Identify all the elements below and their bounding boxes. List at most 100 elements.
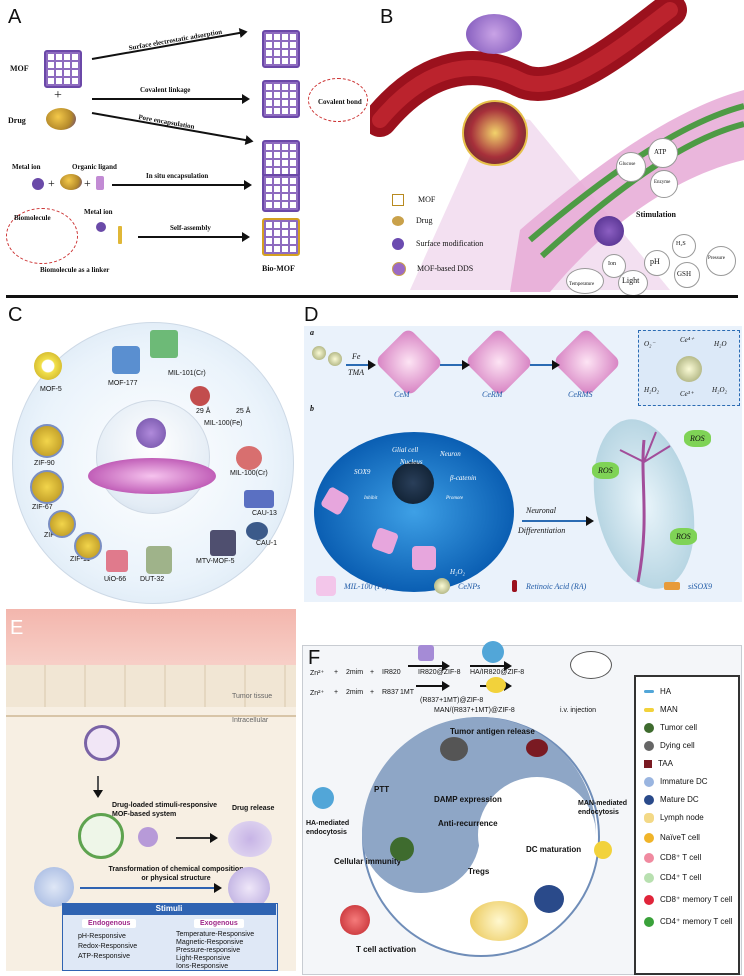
row2-arrow-1 [416,681,450,691]
panel-c: C MOF-177 MIL-101(Cr) MOF-5 29 Å 25 Å MI… [0,300,300,605]
cd8-memory-icon [644,895,654,905]
bubble-temperature [566,268,604,294]
mil100-particle-3 [412,546,436,570]
mof-label-mof-177: MOF-177 [108,380,138,387]
metal-ion-label: Metal ion [12,163,41,171]
bubble-atp [648,138,678,168]
legend-cd4-t: CD4⁺ T cell [644,873,701,883]
endo-atp: ATP-Responsive [78,953,131,960]
tumor-tissue-label: Tumor tissue [232,693,273,700]
mof-in-situ-icon [262,174,300,212]
redox-ce4: Ce⁴⁺ [680,336,694,344]
row2-1mt: 1MT [400,689,414,696]
dying-tumor-cell [390,837,414,861]
ha-ir820-zif8-icon [482,641,504,663]
bubble-glucose [616,152,646,182]
membrane-line [6,715,296,717]
mouse-icon [570,651,612,679]
redox-h2o: H₂O [714,340,727,348]
legend-cenps: CeNPs [458,582,481,591]
arrow-fe-tma [346,360,376,370]
stage-cerm: CeRM [482,390,503,399]
cell-label-sox9: SOX9 [354,468,371,476]
arrow-self-assembly [138,232,250,242]
legend-cd8-t: CD8⁺ T cell [644,853,701,863]
flow-tumor-antigen: Tumor antigen release [450,727,535,736]
drug-label: Drug [8,116,26,125]
uio66-icon [106,550,128,572]
exo-temperature: Temperature-Responsive [176,931,255,938]
row2-man-r837-1mt-zif8: MAN/(R837+1MT)@ZIF-8 [434,707,515,714]
legend-mature-dc: Mature DC [644,795,699,805]
plus-sign-2: + [48,176,55,190]
legend-cd8-t-text: CD8⁺ T cell [660,853,702,863]
route-pore: Pore encapsulation [137,113,196,131]
fe-label: Fe [352,352,361,361]
man-nanoparticle [594,841,612,859]
mof-label-cau13: CAU-13 [252,510,277,517]
inner-sphere [96,400,210,514]
taa-icon [644,759,652,768]
row1-ha-ir820-zif8: HA/IR820@ZIF-8 [470,669,525,676]
mof-framework-left [34,867,74,907]
bubble-ion [602,254,626,278]
mof-label-zif90: ZIF-90 [34,460,55,467]
covalent-zoom-circle [308,78,368,122]
cell-zoom-circle [462,100,528,166]
tumor-cells-cluster [440,737,468,761]
metal-ion-label-2: Metal ion [84,208,113,216]
pore-29: 29 Å [196,408,211,415]
endo-ph: pH-Responsive [78,933,126,940]
linker-icon [118,226,122,244]
panel-f-label: F [308,647,321,669]
man-icon [644,707,654,712]
ir820-zif8-icon [418,645,434,661]
mof-adsorbed-icon [262,30,300,68]
row1-ir820-zif8: IR820@ZIF-8 [418,669,461,676]
panel-b-label: B [380,6,394,28]
legend-dds: MOF-based DDS [392,262,473,276]
row1-arrow-1 [408,661,450,671]
mof-label-uio66: UiO-66 [104,576,127,583]
route-covalent: Covalent linkage [140,86,191,94]
tissue-band [6,665,296,707]
legend-surface-mod-text: Surface modification [416,238,484,248]
cell-label-inhibit: Inhibit [364,496,378,501]
organic-ligand-icon [96,176,104,190]
legend-dds-text: MOF-based DDS [417,263,474,273]
metal-ion-icon-2 [96,222,106,232]
neuronal-label: Neuronal [526,506,556,515]
legend-immature-dc-text: Immature DC [660,777,708,787]
row1-2mim: 2mim [346,669,364,676]
mof-label-cau1: CAU-1 [256,540,278,547]
flow-ha-endocytosis: HA-mediated endocytosis [306,820,350,836]
ceria-ball [676,356,702,382]
legend-taa-text: TAA [658,759,673,768]
legend-cd8-memory: CD8⁺ memory T cell [644,895,732,905]
legend-tumor-cell-text: Tumor cell [660,723,698,733]
legend-cenp-icon [434,578,450,594]
legend-naive-t: NaïveT cell [644,833,700,843]
legend-cd4-t-text: CD4⁺ T cell [660,873,702,883]
zif11-icon [74,532,102,560]
surface-mod-legend-icon [392,238,404,250]
divider-line [6,295,738,298]
legend-mof-text: MOF [418,194,436,204]
drug-release-label: Drug release [232,805,275,812]
plus-sign-1: + [54,88,62,103]
row1-zn: Zn²⁺ [310,670,325,677]
mof-label-mof5: MOF-5 [40,386,62,393]
dds-particle [594,216,624,246]
differentiation-label: Differentiation [518,526,566,535]
mof-label-zif8: ZIF-8 [44,532,61,539]
ros-label-1: ROS [684,430,711,447]
naive-t-icon [644,833,654,843]
bubble-h2s-label: H₂S [676,241,686,247]
mof-label-zif67: ZIF-67 [32,504,53,511]
bubble-gsh [674,262,700,288]
endocytosis-vesicle [84,725,120,761]
mil101-icon [150,330,178,358]
man-zif8-icon [486,677,506,693]
legend-ra: Retinoic Acid (RA) [526,582,587,591]
row2-r837-1mt-zif8: (R837+1MT)@ZIF-8 [420,697,484,704]
